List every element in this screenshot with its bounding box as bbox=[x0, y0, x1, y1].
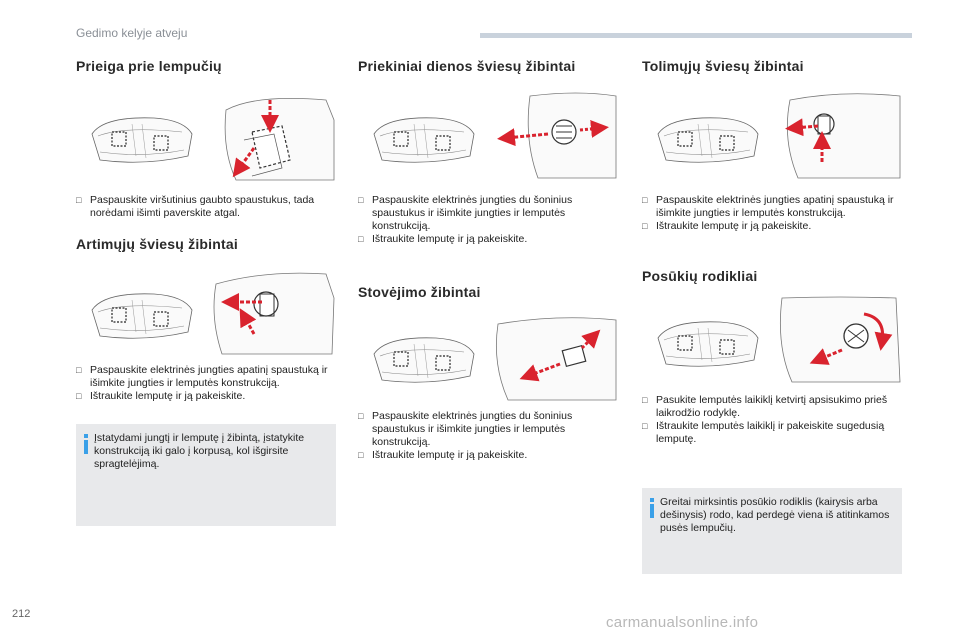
page-number: 212 bbox=[12, 608, 31, 620]
step-item: Ištraukite lemputę ir ją pakeiskite. bbox=[76, 390, 338, 403]
illustration-parking bbox=[373, 317, 617, 401]
section-title-parking: Stovėjimo žibintai bbox=[358, 284, 481, 300]
illustration-indicators bbox=[657, 296, 901, 383]
step-item: Ištraukite lemputę ir ją pakeiskite. bbox=[642, 220, 904, 233]
watermark: carmanualsonline.info bbox=[606, 614, 759, 631]
info-icon bbox=[84, 434, 88, 454]
step-item: Ištraukite lemputės laikiklį ir pakeiski… bbox=[642, 420, 904, 446]
step-item: Paspauskite elektrinės jungties apatinį … bbox=[76, 364, 338, 390]
header-title: Gedimo kelyje atveju bbox=[76, 26, 188, 40]
section-title-indicators: Posūkių rodikliai bbox=[642, 268, 758, 284]
steps-high-beam: Paspauskite elektrinės jungties apatinį … bbox=[642, 194, 904, 233]
steps-drl: Paspauskite elektrinės jungties du šonin… bbox=[358, 194, 620, 246]
steps-low-beam: Paspauskite elektrinės jungties apatinį … bbox=[76, 364, 338, 403]
step-item: Pasukite lemputės laikiklį ketvirtį apsi… bbox=[642, 394, 904, 420]
illustration-access bbox=[91, 97, 335, 181]
step-item: Paspauskite elektrinės jungties du šonin… bbox=[358, 410, 620, 449]
info-icon bbox=[650, 498, 654, 518]
note-text: Greitai mirksintis posūkio rodiklis (kai… bbox=[660, 496, 890, 534]
section-title-high-beam: Tolimųjų šviesų žibintai bbox=[642, 58, 804, 74]
section-title-low-beam: Artimųjų šviesų žibintai bbox=[76, 236, 238, 252]
illustration-high-beam bbox=[657, 93, 901, 179]
steps-indicators: Pasukite lemputės laikiklį ketvirtį apsi… bbox=[642, 394, 904, 446]
note-indicators: Greitai mirksintis posūkio rodiklis (kai… bbox=[642, 488, 902, 574]
steps-access: Paspauskite viršutinius gaubto spaustuku… bbox=[76, 194, 338, 220]
step-item: Paspauskite elektrinės jungties du šonin… bbox=[358, 194, 620, 233]
step-item: Ištraukite lemputę ir ją pakeiskite. bbox=[358, 449, 620, 462]
section-title-drl: Priekiniai dienos šviesų žibintai bbox=[358, 58, 576, 74]
section-title-access: Prieiga prie lempučių bbox=[76, 58, 222, 74]
note-text: Įstatydami jungtį ir lemputę į žibintą, … bbox=[94, 432, 305, 470]
illustration-low-beam bbox=[91, 272, 335, 355]
step-item: Paspauskite elektrinės jungties apatinį … bbox=[642, 194, 904, 220]
step-item: Ištraukite lemputę ir ją pakeiskite. bbox=[358, 233, 620, 246]
step-item: Paspauskite viršutinius gaubto spaustuku… bbox=[76, 194, 338, 220]
illustration-drl bbox=[373, 92, 617, 179]
steps-parking: Paspauskite elektrinės jungties du šonin… bbox=[358, 410, 620, 462]
header-bar bbox=[480, 33, 912, 38]
note-low-beam: Įstatydami jungtį ir lemputę į žibintą, … bbox=[76, 424, 336, 526]
